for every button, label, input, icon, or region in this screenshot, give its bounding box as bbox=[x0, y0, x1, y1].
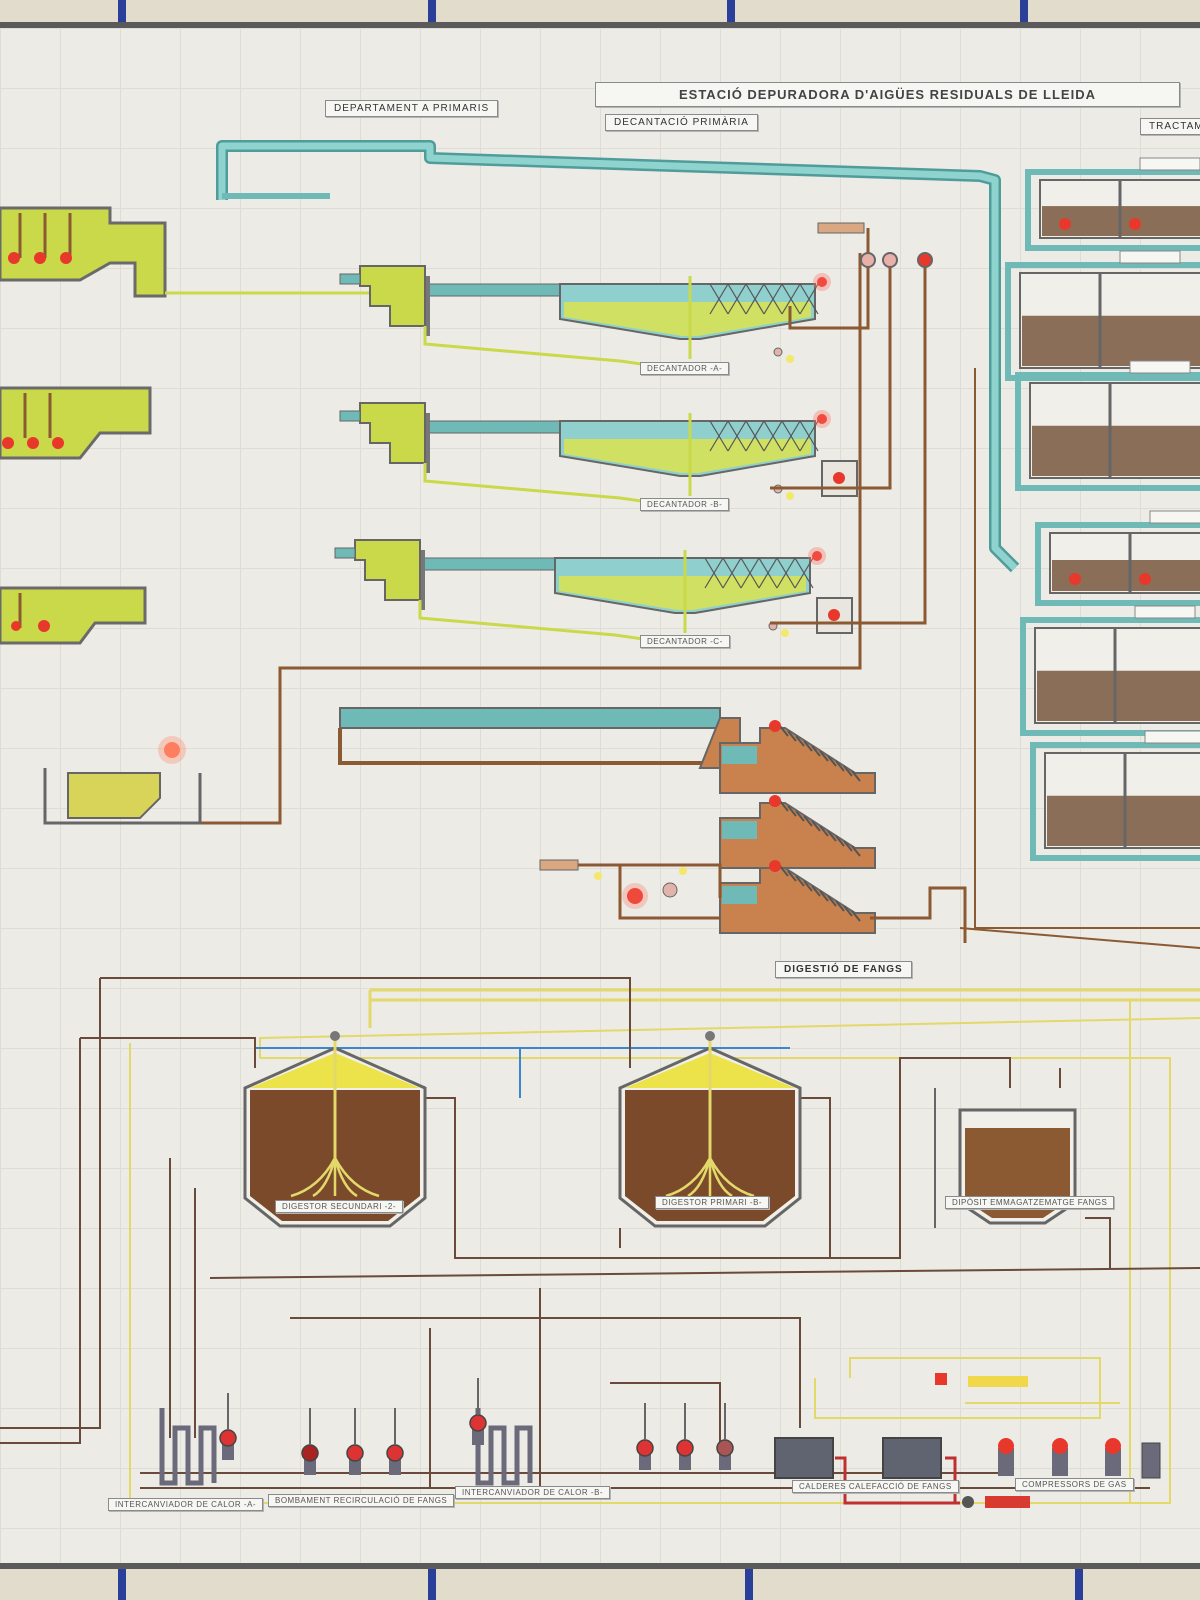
decanter-b-label: DECANTADOR -B- bbox=[640, 498, 730, 511]
secondary-reactors bbox=[1005, 157, 1200, 861]
process-diagram bbox=[0, 140, 1200, 1508]
screw-conveyor-3 bbox=[719, 860, 876, 934]
primary-decanters bbox=[334, 265, 858, 647]
plant-title: ESTACIÓ DEPURADORA D'AIGÜES RESIDUALS DE… bbox=[595, 82, 1180, 107]
sludge-feed-indicators bbox=[539, 859, 687, 909]
pump-1 bbox=[301, 1408, 319, 1475]
reactor-3 bbox=[1015, 360, 1200, 491]
reactor-2 bbox=[1005, 250, 1200, 381]
sludge-pump-label: BOMBAMENT RECIRCULACIÓ DE FANGS bbox=[268, 1494, 455, 1507]
pump-2 bbox=[346, 1408, 364, 1475]
grit-tank-3 bbox=[0, 586, 147, 645]
tile-joint bbox=[118, 0, 126, 22]
gas-piping bbox=[129, 988, 1200, 1504]
decanter-c-label: DECANTADOR -C- bbox=[640, 635, 730, 648]
boilers bbox=[774, 1357, 1101, 1508]
boilers-label: CALDERES CALEFACCIÓ DE FANGS bbox=[792, 1480, 959, 1493]
section-label-primary: DECANTACIÓ PRIMÀRIA bbox=[605, 114, 758, 131]
decanter-c bbox=[334, 539, 853, 647]
heat-exchanger-coil-a bbox=[159, 1408, 217, 1486]
heat-exchanger-b-label: INTERCANVIADOR DE CALOR -B- bbox=[455, 1486, 611, 1499]
sludge-screw-conveyors bbox=[719, 720, 876, 934]
tile-joint bbox=[118, 1563, 126, 1600]
pump-6 bbox=[636, 1403, 654, 1470]
digesters bbox=[243, 1031, 802, 1228]
decanter-b bbox=[339, 402, 858, 510]
influent-header-pipe bbox=[216, 140, 1020, 573]
reactor-6 bbox=[1030, 730, 1200, 861]
pump-8 bbox=[716, 1403, 734, 1470]
section-label-treatment: TRACTAM bbox=[1140, 118, 1200, 135]
pump-7 bbox=[676, 1403, 694, 1470]
tile-joint bbox=[1075, 1563, 1083, 1600]
mimic-panel: ESTACIÓ DEPURADORA D'AIGÜES RESIDUALS DE… bbox=[0, 22, 1200, 1569]
decanter-a-label: DECANTADOR -A- bbox=[640, 362, 730, 375]
reactor-1 bbox=[1025, 157, 1200, 251]
sludge-pumps-top bbox=[817, 222, 933, 268]
primary-sludge-lines bbox=[200, 228, 927, 825]
gas-compressors bbox=[965, 1402, 1161, 1479]
digester-primary-label: DIGESTOR PRIMARI -B- bbox=[655, 1196, 770, 1209]
heat-exchanger-coil-b bbox=[475, 1408, 533, 1486]
recirculation-pumps bbox=[219, 1378, 734, 1475]
gas-storage-label: DIPÒSIT EMMAGATZEMATGE FANGS bbox=[945, 1196, 1115, 1209]
tile-joint bbox=[428, 1563, 436, 1600]
screw-conveyor-1 bbox=[719, 720, 876, 794]
digester-primary bbox=[618, 1031, 802, 1228]
tile-joint bbox=[745, 1563, 753, 1600]
pump-4 bbox=[219, 1393, 237, 1460]
gas-holder-tank bbox=[934, 1088, 1077, 1228]
pump-3 bbox=[386, 1408, 404, 1475]
reactor-4 bbox=[1035, 510, 1200, 606]
tile-joint bbox=[727, 0, 735, 22]
tile-joint bbox=[1020, 0, 1028, 22]
sludge-feed-pipes bbox=[540, 368, 1200, 949]
thickener-small bbox=[43, 736, 202, 825]
section-label-sludge-digestion: DIGESTIÓ DE FANGS bbox=[775, 961, 912, 978]
tile-joint bbox=[428, 0, 436, 22]
compressors-label: COMPRESSORS DE GAS bbox=[1015, 1478, 1134, 1491]
reactor-5 bbox=[1020, 605, 1200, 736]
section-label-pretreatment: DEPARTAMENT A PRIMARIS bbox=[325, 100, 499, 117]
pump-5 bbox=[469, 1378, 487, 1445]
screw-conveyor-2 bbox=[719, 795, 876, 869]
heat-exchanger-label: INTERCANVIADOR DE CALOR -A- bbox=[108, 1498, 264, 1511]
digester-secondary-label: DIGESTOR SECUNDARI -2- bbox=[275, 1200, 403, 1213]
grit-tank-2 bbox=[0, 386, 152, 460]
digester-secondary bbox=[243, 1031, 427, 1228]
sludge-circulation-pipes bbox=[0, 977, 1200, 1489]
grit-tank-1 bbox=[0, 206, 167, 298]
decanter-a bbox=[339, 265, 831, 373]
